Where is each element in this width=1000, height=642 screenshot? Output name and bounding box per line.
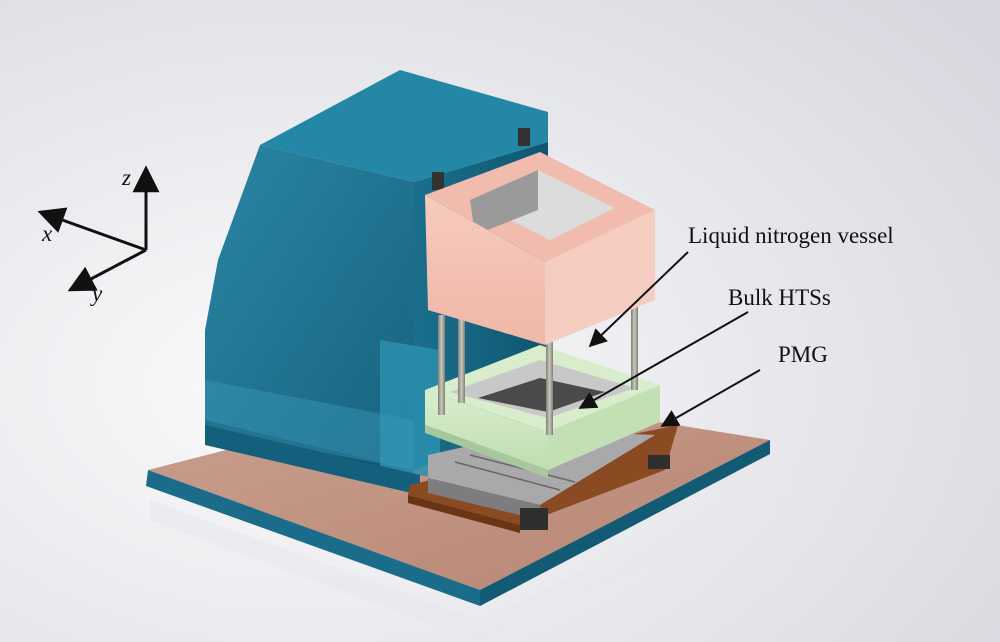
coordinate-axes xyxy=(37,165,160,292)
pmg-leader xyxy=(660,369,761,427)
vessel-leader xyxy=(588,251,689,348)
y-axis-line xyxy=(67,248,147,292)
label-bulk-htss: Bulk HTSs xyxy=(728,285,831,310)
x-axis-line xyxy=(37,207,147,252)
label-pmg: PMG xyxy=(778,342,828,367)
axis-label-y: y xyxy=(92,281,103,306)
bulk-leader xyxy=(578,311,749,409)
axis-label-x: x xyxy=(42,221,53,246)
floor-reflection xyxy=(150,470,800,642)
liquid-nitrogen-vessel xyxy=(425,152,655,345)
leader-lines xyxy=(578,251,761,427)
axis-label-z: z xyxy=(122,165,131,190)
support-rods xyxy=(438,292,638,435)
label-liquid-nitrogen-vessel: Liquid nitrogen vessel xyxy=(688,223,894,248)
